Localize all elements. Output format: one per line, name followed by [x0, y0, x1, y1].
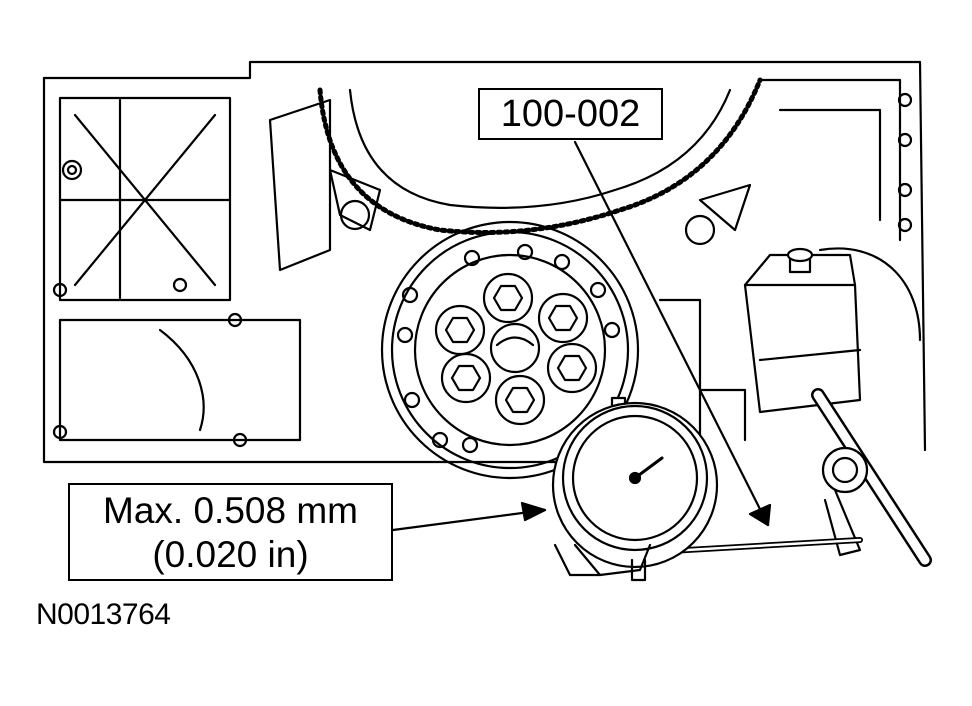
leader-lines [391, 140, 772, 532]
bolt-upper-right [537, 292, 589, 344]
bolt-lower-left [440, 352, 492, 404]
crankshaft-flange [380, 220, 640, 480]
tool-number-callout: 100-002 [478, 88, 663, 140]
bolt-bottom [494, 374, 546, 426]
bolt-top [482, 272, 534, 324]
magnetic-base [743, 247, 862, 414]
runout-spec-imperial: (0.020 in) [152, 534, 309, 575]
bolt-center [489, 322, 541, 374]
dial-indicator [551, 396, 719, 582]
bolt-upper-left [434, 304, 486, 356]
runout-spec-metric: Max. 0.508 mm [103, 490, 358, 531]
runout-spec-callout: Max. 0.508 mm (0.020 in) [68, 483, 393, 581]
figure-id: N0013764 [36, 598, 171, 631]
ring-gear [317, 77, 763, 246]
tool-number-label: 100-002 [500, 93, 641, 135]
bolt-lower-right [546, 342, 598, 394]
flange-bolts [434, 272, 598, 426]
